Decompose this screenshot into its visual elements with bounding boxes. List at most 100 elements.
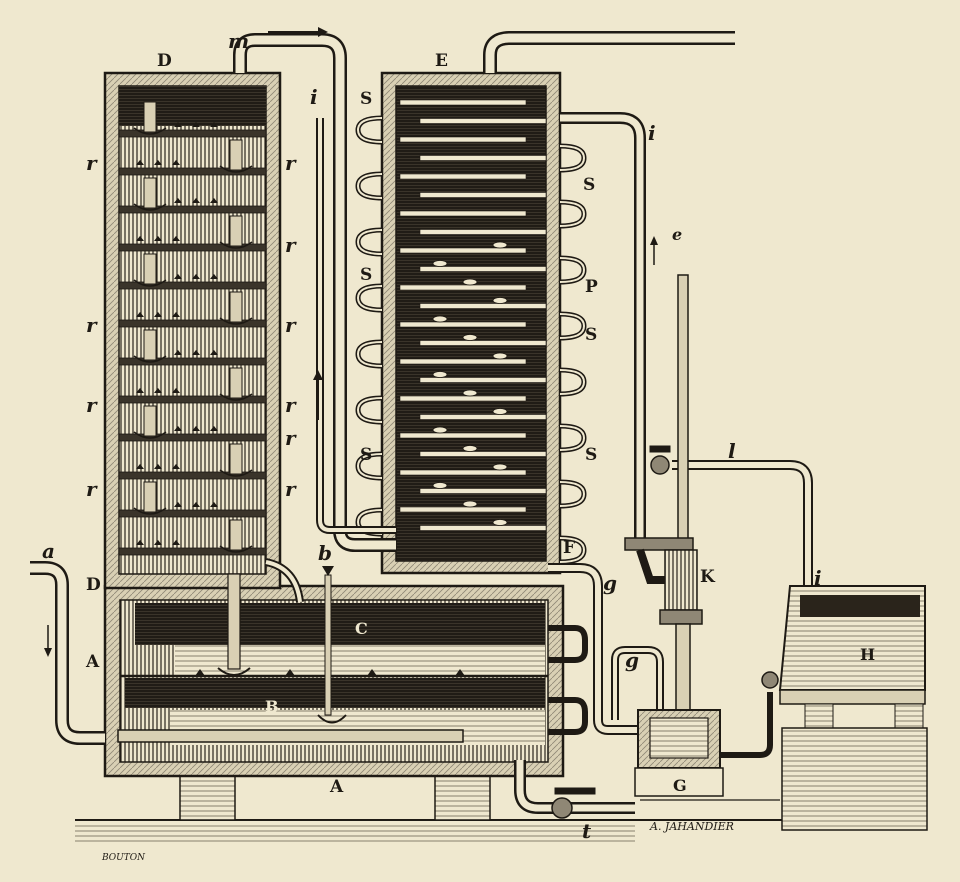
column-e-plate [399,247,527,254]
column-d-plate [118,509,267,518]
label-r-6: r [285,393,297,417]
column-d-plate [118,547,267,556]
column-d-bubble-cap [154,312,162,317]
boiler-bubble-cap [195,669,205,676]
label-F: F [563,538,575,558]
label-r-9: r [285,233,297,257]
column-d-cup [133,355,167,363]
rod-b [324,574,332,716]
column-d-bubble-cap [174,198,182,203]
column-d-bubble-cap [172,464,180,469]
coil-left-inner [356,341,383,367]
column-d-downcomer [143,177,157,209]
column-d-bubble-cap [136,540,144,545]
column-d-plate [118,129,267,138]
column-d-cup [219,317,253,325]
column-d-bubble-cap [192,198,200,203]
column-e-cup [462,278,478,286]
column-d-downcomer [229,215,243,247]
column-d-downcomer [143,329,157,361]
coil-left-inner [356,173,383,199]
signature-right: A. JAHANDIER [649,820,734,833]
column-d-bubble-cap [192,274,200,279]
column-d-bubble-cap [192,350,200,355]
boiler-bubble-cap [455,669,465,676]
column-d-bubble-cap [172,160,180,165]
column-d-cup [133,279,167,287]
column-d-downcomer [143,481,157,513]
pipe-i [560,112,658,540]
label-m: m [228,29,249,53]
column-d-bubble-cap [136,160,144,165]
column-e-cup [432,426,448,434]
vapour-pipe-inner [265,560,302,603]
label-G: G [673,776,687,795]
column-e-plate [399,321,527,328]
label-l: l [728,439,736,463]
column-d-plate [118,471,267,480]
label-B: B [265,697,279,716]
column-d-downcomer [229,139,243,171]
coil-left-inner [356,229,383,255]
label-r-4: r [285,313,297,337]
column-e-plate [419,488,547,494]
label-C: C [355,619,368,638]
coil-right-inner [559,257,586,283]
column-d-bubble-cap [154,236,162,241]
column-d-downcomer [229,443,243,475]
column-d-cup [219,241,253,249]
pipe-g [548,563,664,735]
column-d-bubble-cap [172,312,180,317]
column-d-bubble-cap [210,122,218,127]
label-i-3: i [814,566,822,590]
column-e-plate [419,414,547,420]
column-e-plate [399,469,527,476]
column-d-bubble-cap [172,388,180,393]
column-e-cup [432,315,448,323]
column-e-plate [419,340,547,346]
floor [75,774,880,842]
column-d-bubble-cap [210,350,218,355]
column-e-plate [419,155,547,161]
valve-b-handle [322,566,334,576]
coil-left-inner [356,285,383,311]
coil-right-inner [559,481,586,507]
column-d-downcomer [229,291,243,323]
column-e-plate [419,525,547,531]
label-b: b [318,541,332,565]
column-d-downcomer [143,101,157,133]
label-t: t [582,819,592,843]
column-e-cup [462,445,478,452]
column-d-bubble-cap [136,464,144,469]
column-d-bubble-cap [172,540,180,545]
column-e-plate [419,118,547,124]
label-S-6: S [360,445,372,465]
column-d-bubble-cap [154,540,162,545]
column-d-bubble-cap [136,236,144,241]
coil-right-inner [559,145,586,171]
label-r-3: r [86,313,98,337]
column-e-cup [492,297,508,304]
column-d-bubble-cap [174,274,182,279]
column-d-plate [118,243,267,252]
column-d-plate [118,357,267,366]
column-e-cup [492,241,508,249]
column-e-plate [399,395,527,402]
coil-right-inner [559,537,586,563]
column-e-plate [419,451,547,457]
pipe-m [233,27,735,552]
column-e-cup [462,389,478,397]
column-d-cup [133,507,167,515]
column-e-plate [399,358,527,365]
column-d-plate [118,433,267,442]
label-r-2: r [285,151,297,175]
column-e-cup [432,260,448,267]
column-d-bubble-cap [210,274,218,279]
column-d-bubble-cap [154,388,162,393]
column-d-bubble-cap [174,502,182,507]
label-a: a [42,539,55,563]
column-e-plate [419,229,547,235]
pump-K [624,274,703,715]
column-e-cup [492,408,508,415]
column-d-downcomer [229,519,243,551]
